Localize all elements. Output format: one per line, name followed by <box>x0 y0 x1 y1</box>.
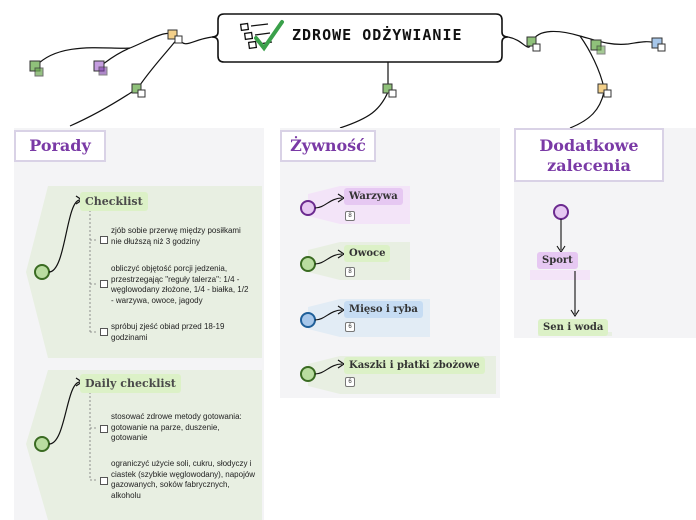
column-title-line: zalecenia <box>547 156 631 175</box>
column-title-porady: Porady <box>14 130 106 162</box>
count-badge: 8 <box>345 267 355 277</box>
decor-square <box>657 43 666 52</box>
daily-checklist-panel <box>26 370 262 520</box>
checklist-item: zjób sobie przerwę między posiłkami nie … <box>111 226 241 246</box>
title-frame <box>211 13 509 63</box>
checklist-panel <box>26 186 262 358</box>
decor-wires <box>35 30 658 129</box>
checkbox[interactable] <box>100 236 108 244</box>
section-label-checklist: Checklist <box>80 192 148 211</box>
count-badge: 8 <box>345 211 355 221</box>
decor-square <box>597 83 608 94</box>
decor-square <box>98 66 108 76</box>
count-badge: 6 <box>345 377 355 387</box>
node-kaszki[interactable]: Kaszki i płatki zbożowe <box>344 357 485 374</box>
checklist-item: ograniczyć użycie soli, cukru, słodyczy … <box>111 459 256 500</box>
node-warzywa[interactable]: Warzywa <box>344 188 403 205</box>
checklist-icon <box>239 20 284 52</box>
decor-square <box>34 67 44 77</box>
checklist-item: obliczyć objętość porcji jedzenia, przes… <box>111 264 249 305</box>
node-mieso-i-ryba[interactable]: Mięso i ryba <box>344 301 423 318</box>
decor-square <box>590 39 602 51</box>
decor-square <box>532 43 541 52</box>
decor-square <box>167 29 178 40</box>
decor-square <box>137 89 146 98</box>
node-owoce[interactable]: Owoce <box>344 245 391 262</box>
page-title: ZDROWE ODŻYWIANIE <box>292 26 463 44</box>
decor-square <box>526 36 537 47</box>
checklist-item: stosować zdrowe metody gotowania: gotowa… <box>111 412 242 442</box>
checkbox[interactable] <box>100 280 108 288</box>
decor-square <box>603 89 612 98</box>
decor-square <box>131 83 142 94</box>
column-title-zywnosc: Żywność <box>280 130 376 162</box>
column-title-line: Dodatkowe <box>539 136 639 155</box>
node-sport[interactable]: Sport <box>537 252 578 269</box>
decor-square <box>382 83 393 94</box>
checkbox[interactable] <box>100 425 108 433</box>
count-badge: 6 <box>345 322 355 332</box>
decor-square <box>596 45 606 55</box>
node-sen-i-woda[interactable]: Sen i woda <box>538 319 609 336</box>
decor-square <box>174 35 183 44</box>
checkbox[interactable] <box>100 328 108 336</box>
checklist-item: spróbuj zjeść obiad przed 18-19 godzinam… <box>111 322 225 342</box>
decor-square <box>651 37 663 49</box>
decor-square <box>388 89 397 98</box>
checkbox[interactable] <box>100 477 108 485</box>
section-label-daily-checklist: Daily checklist <box>80 374 181 393</box>
column-title-dodatkowe: Dodatkowe zalecenia <box>514 128 664 182</box>
